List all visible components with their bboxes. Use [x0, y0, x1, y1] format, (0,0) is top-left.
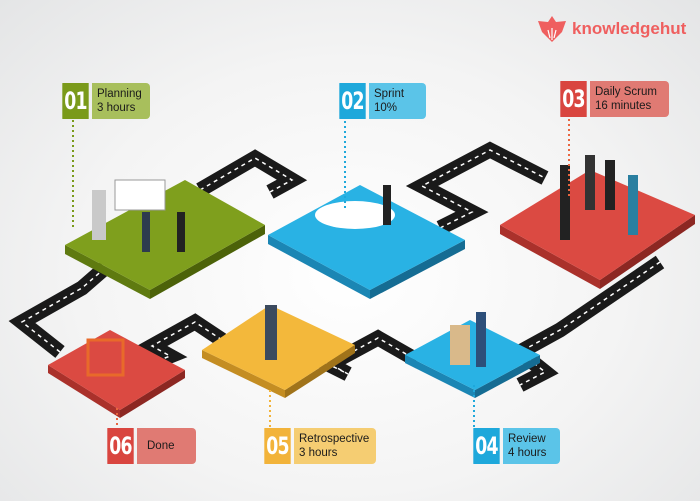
- step-number: 04: [473, 428, 500, 464]
- tile-daily-scrum: [500, 170, 695, 289]
- connector-lines: [72, 119, 570, 428]
- step-title: Retrospective: [299, 433, 370, 445]
- step-detail: 3 hours: [97, 102, 136, 114]
- step-label-done: 06 Done: [104, 428, 196, 464]
- logo-icon: [538, 16, 566, 42]
- step-label-review: 04 Review 4 hours: [470, 428, 560, 464]
- step-number: 03: [560, 81, 587, 117]
- tile-retrospective: [202, 305, 355, 398]
- step-title: Planning: [97, 88, 142, 100]
- step-title: Done: [147, 440, 175, 452]
- step-number: 05: [264, 428, 291, 464]
- step-detail: 10%: [374, 102, 398, 114]
- step-number: 02: [339, 83, 366, 119]
- step-title: Sprint: [374, 88, 405, 100]
- step-number: 06: [107, 428, 134, 464]
- tile-planning: [65, 180, 265, 299]
- tile-done: [48, 330, 185, 418]
- knowledgehut-logo: knowledgehut: [538, 16, 686, 42]
- step-label-sprint: 02 Sprint 10%: [336, 83, 426, 119]
- step-label-retrospective: 05 Retrospective 3 hours: [261, 428, 376, 464]
- step-title: Review: [508, 433, 546, 445]
- brand-name: knowledgehut: [572, 19, 687, 38]
- tile-review: [405, 320, 540, 398]
- step-label-daily-scrum: 03 Daily Scrum 16 minutes: [557, 81, 669, 117]
- step-detail: 16 minutes: [595, 100, 652, 112]
- step-label-planning: 01 Planning 3 hours: [59, 83, 150, 119]
- step-title: Daily Scrum: [595, 86, 657, 98]
- illustrations: [86, 155, 638, 377]
- step-detail: 3 hours: [299, 447, 338, 459]
- step-number: 01: [62, 83, 89, 119]
- step-detail: 4 hours: [508, 447, 547, 459]
